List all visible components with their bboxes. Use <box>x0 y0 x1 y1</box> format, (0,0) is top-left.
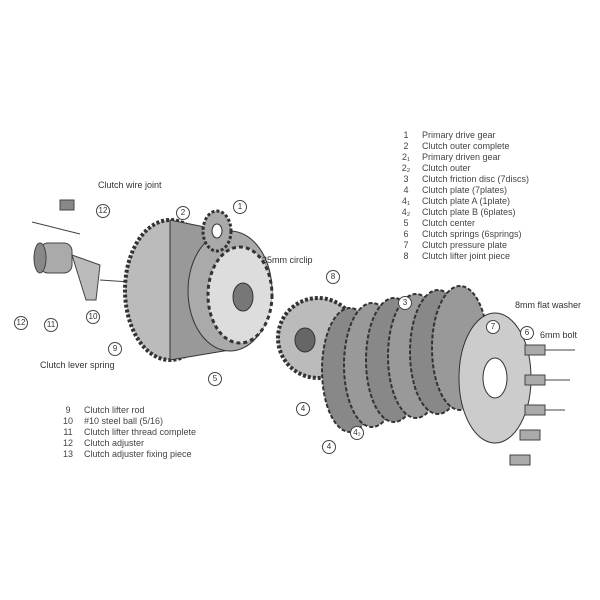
callout-11: 11 <box>44 318 58 332</box>
legend-row: 10#10 steel ball (5/16) <box>62 416 164 426</box>
callout-4-2: 4₂ <box>350 426 364 440</box>
callout-4-bottom: 4 <box>322 440 336 454</box>
callout-5: 5 <box>208 372 222 386</box>
clutch-adjuster-drawing <box>31 199 101 301</box>
label-wire-joint: Clutch wire joint <box>98 180 162 190</box>
callout-8: 8 <box>326 270 340 284</box>
callout-6: 6 <box>520 326 534 340</box>
clutch-plates-drawing <box>321 285 489 433</box>
callout-9: 9 <box>108 342 122 356</box>
springs-bolts-drawing <box>509 344 575 466</box>
callout-2: 2 <box>176 206 190 220</box>
label-washer: 8mm flat washer <box>515 300 582 310</box>
callout-4: 4 <box>296 402 310 416</box>
callout-10: 10 <box>86 310 100 324</box>
callout-7: 7 <box>486 320 500 334</box>
callout-12: 12 <box>96 204 110 218</box>
callout-3: 3 <box>398 296 412 310</box>
primary-drive-gear-drawing <box>201 209 233 253</box>
callout-12-left: 12 <box>14 316 28 330</box>
clutch-outer-drawing <box>123 218 274 362</box>
label-circlip: 25mm circlip <box>262 255 313 265</box>
pressure-plate-drawing <box>458 312 532 444</box>
callout-1: 1 <box>233 200 247 214</box>
label-bolt: 6mm bolt <box>540 330 578 340</box>
label-lever-spring: Clutch lever spring <box>40 360 115 370</box>
